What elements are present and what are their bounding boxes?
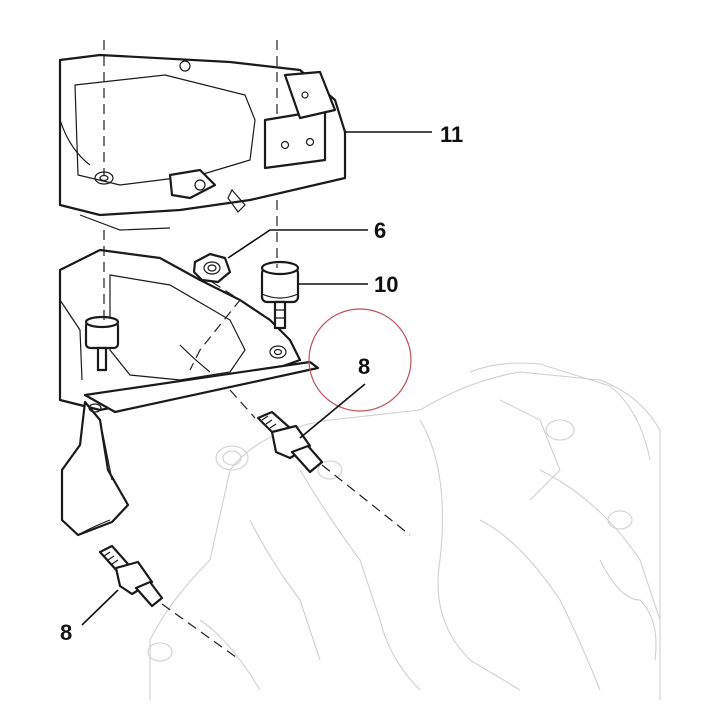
stud-bolt-part-8-right bbox=[256, 410, 324, 474]
rubber-mount-left bbox=[84, 315, 120, 372]
highlight-circle bbox=[308, 308, 412, 412]
bracket-part-11 bbox=[58, 53, 347, 231]
support-bracket bbox=[58, 248, 320, 537]
callout-8-right: 8 bbox=[358, 354, 370, 379]
stud-bolt-part-8-left bbox=[98, 544, 164, 608]
assembly-guide-lines bbox=[103, 40, 411, 661]
callout-8-left: 8 bbox=[60, 620, 72, 645]
rubber-mount-part-10 bbox=[260, 260, 300, 330]
hex-nut-part-6 bbox=[192, 252, 232, 284]
leader-lines bbox=[81, 131, 432, 626]
engine-block-background bbox=[147, 362, 661, 700]
callout-6: 6 bbox=[374, 218, 386, 243]
callout-11: 11 bbox=[440, 122, 463, 147]
callout-10: 10 bbox=[374, 272, 398, 297]
